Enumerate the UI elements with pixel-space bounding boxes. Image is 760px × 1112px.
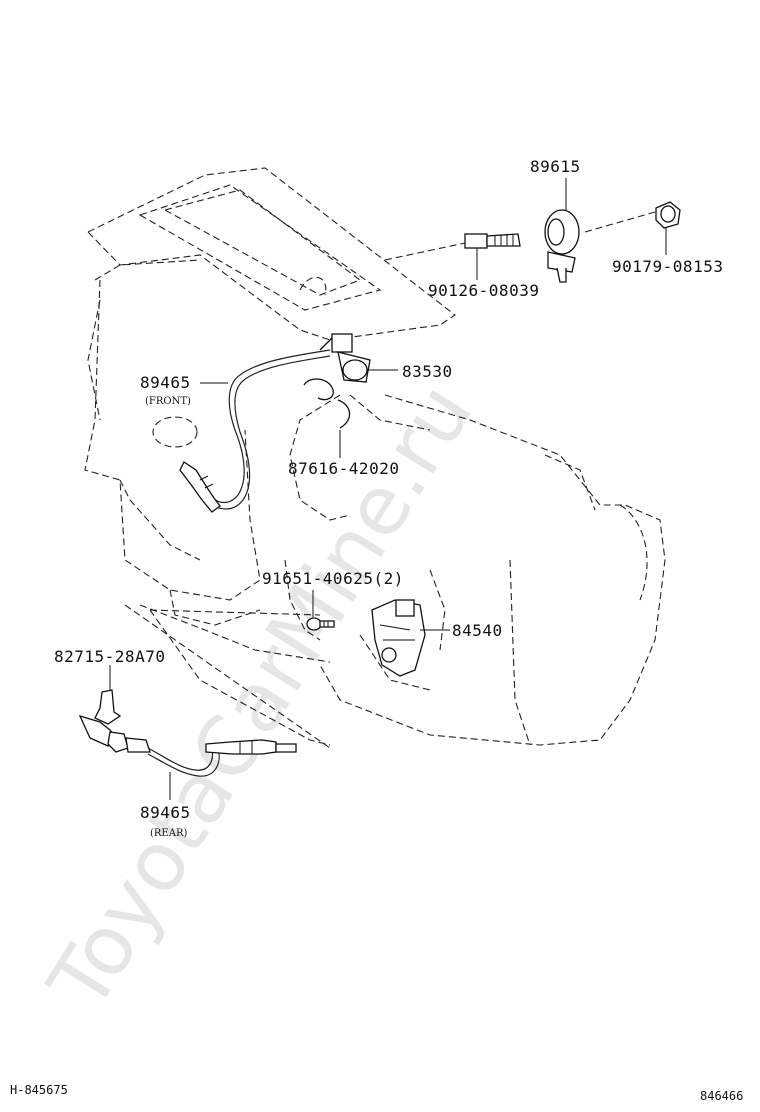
- label-rear-oxygen-sensor: 89465: [140, 803, 191, 822]
- label-front-oxygen-sensor: 89465: [140, 373, 191, 392]
- label-knock-sensor-stud: 90126-08039: [428, 281, 539, 300]
- neutral-start-switch: [371, 599, 450, 677]
- note-rear: (REAR): [150, 828, 187, 839]
- sensor-bracket: [94, 665, 122, 725]
- label-knock-sensor: 89615: [530, 157, 581, 176]
- label-mounting-bolt: 91651-40625(2): [262, 569, 404, 588]
- label-oil-pressure-switch: 83530: [402, 362, 453, 381]
- rear-oxygen-sensor: [78, 714, 297, 800]
- mounting-bolt: [306, 590, 335, 631]
- label-neutral-start-switch: 84540: [452, 621, 503, 640]
- label-wire-clamp: 87616-42020: [288, 459, 399, 478]
- watermark: ToyotaCarMine.ru: [31, 368, 492, 1027]
- wire-clamp: [303, 378, 351, 458]
- note-front: (FRONT): [145, 396, 191, 407]
- label-knock-sensor-nut: 90179-08153: [612, 257, 723, 276]
- footer-left-ref: H-845675: [10, 1083, 68, 1097]
- knock-sensor-nut: [655, 201, 681, 255]
- label-sensor-bracket: 82715-28A70: [54, 647, 165, 666]
- oil-pressure-switch: [319, 333, 398, 383]
- knock-sensor: [544, 178, 580, 283]
- engine-block-outline: [84, 167, 666, 749]
- knock-sensor-stud: [464, 233, 521, 280]
- footer-right-ref: 846466: [700, 1089, 743, 1103]
- front-oxygen-sensor: [179, 349, 331, 513]
